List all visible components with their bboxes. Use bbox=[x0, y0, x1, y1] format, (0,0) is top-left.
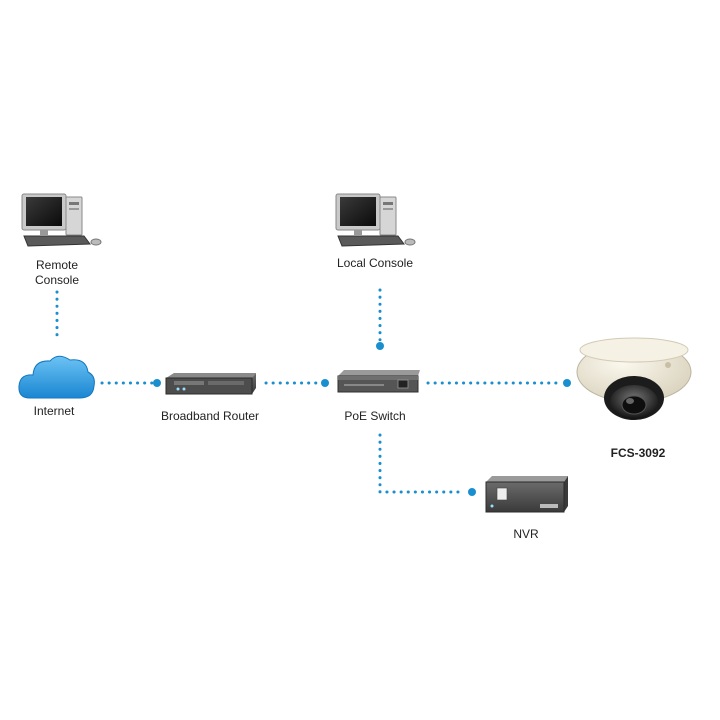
endpoint-dot bbox=[153, 379, 161, 387]
remote-console-label-line2: Console bbox=[34, 273, 80, 287]
remote-console-label: Remote Console bbox=[17, 258, 97, 288]
connection-endpoints bbox=[153, 342, 571, 496]
cloud-icon bbox=[18, 355, 95, 399]
nvr-label: NVR bbox=[513, 527, 539, 541]
connection-lines bbox=[55, 288, 564, 494]
router-icon bbox=[165, 373, 256, 395]
endpoint-dot bbox=[321, 379, 329, 387]
link-switch-nvr bbox=[378, 433, 467, 494]
internet-label: Internet bbox=[33, 404, 75, 418]
camera-model-label: FCS-3092 bbox=[610, 446, 666, 460]
desktop-computer-icon bbox=[21, 193, 102, 247]
switch-icon bbox=[337, 370, 420, 393]
local-console-label: Local Console bbox=[336, 256, 414, 270]
dome-camera-icon bbox=[576, 337, 692, 420]
desktop-computer-icon bbox=[335, 193, 416, 247]
endpoint-dot bbox=[468, 488, 476, 496]
router-label: Broadband Router bbox=[160, 409, 260, 423]
nvr-icon bbox=[485, 476, 568, 513]
poe-switch-label: PoE Switch bbox=[344, 409, 406, 423]
endpoint-dot bbox=[563, 379, 571, 387]
endpoint-dot bbox=[376, 342, 384, 350]
remote-console-label-line1: Remote bbox=[35, 258, 79, 272]
